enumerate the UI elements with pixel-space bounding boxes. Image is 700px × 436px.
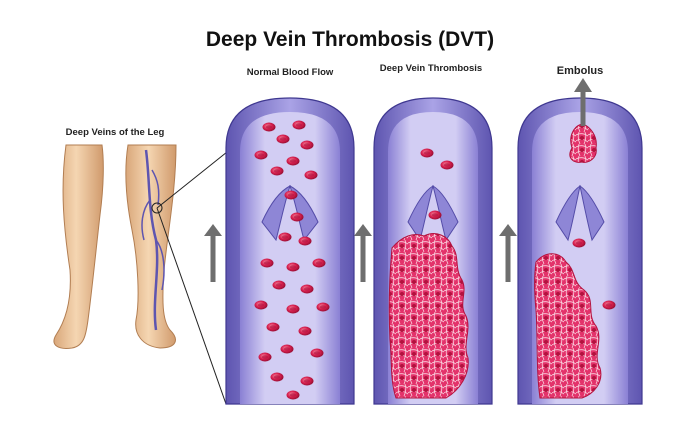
flow-arrow-2 (354, 224, 372, 282)
callout-line-top (156, 147, 233, 209)
embolus-label: Embolus (556, 65, 604, 77)
dvt-label: Deep Vein Thrombosis (379, 63, 483, 74)
remaining-thrombus (534, 253, 602, 399)
diagram-title: Deep Vein Thrombosis (DVT) (205, 28, 495, 51)
normal-flow-label: Normal Blood Flow (246, 67, 334, 78)
embolus-clot (569, 123, 597, 163)
flow-arrow-1 (204, 224, 222, 282)
thrombus (388, 233, 469, 399)
legs-label: Deep Veins of the Leg (65, 127, 165, 138)
callout-line-bottom (156, 207, 227, 405)
vein-dvt (373, 97, 493, 405)
legs-figure (53, 144, 177, 349)
vein-embolus (517, 97, 643, 405)
flow-arrow-3 (499, 224, 517, 282)
vein-normal (225, 97, 355, 405)
embolus-arrow (574, 78, 592, 126)
